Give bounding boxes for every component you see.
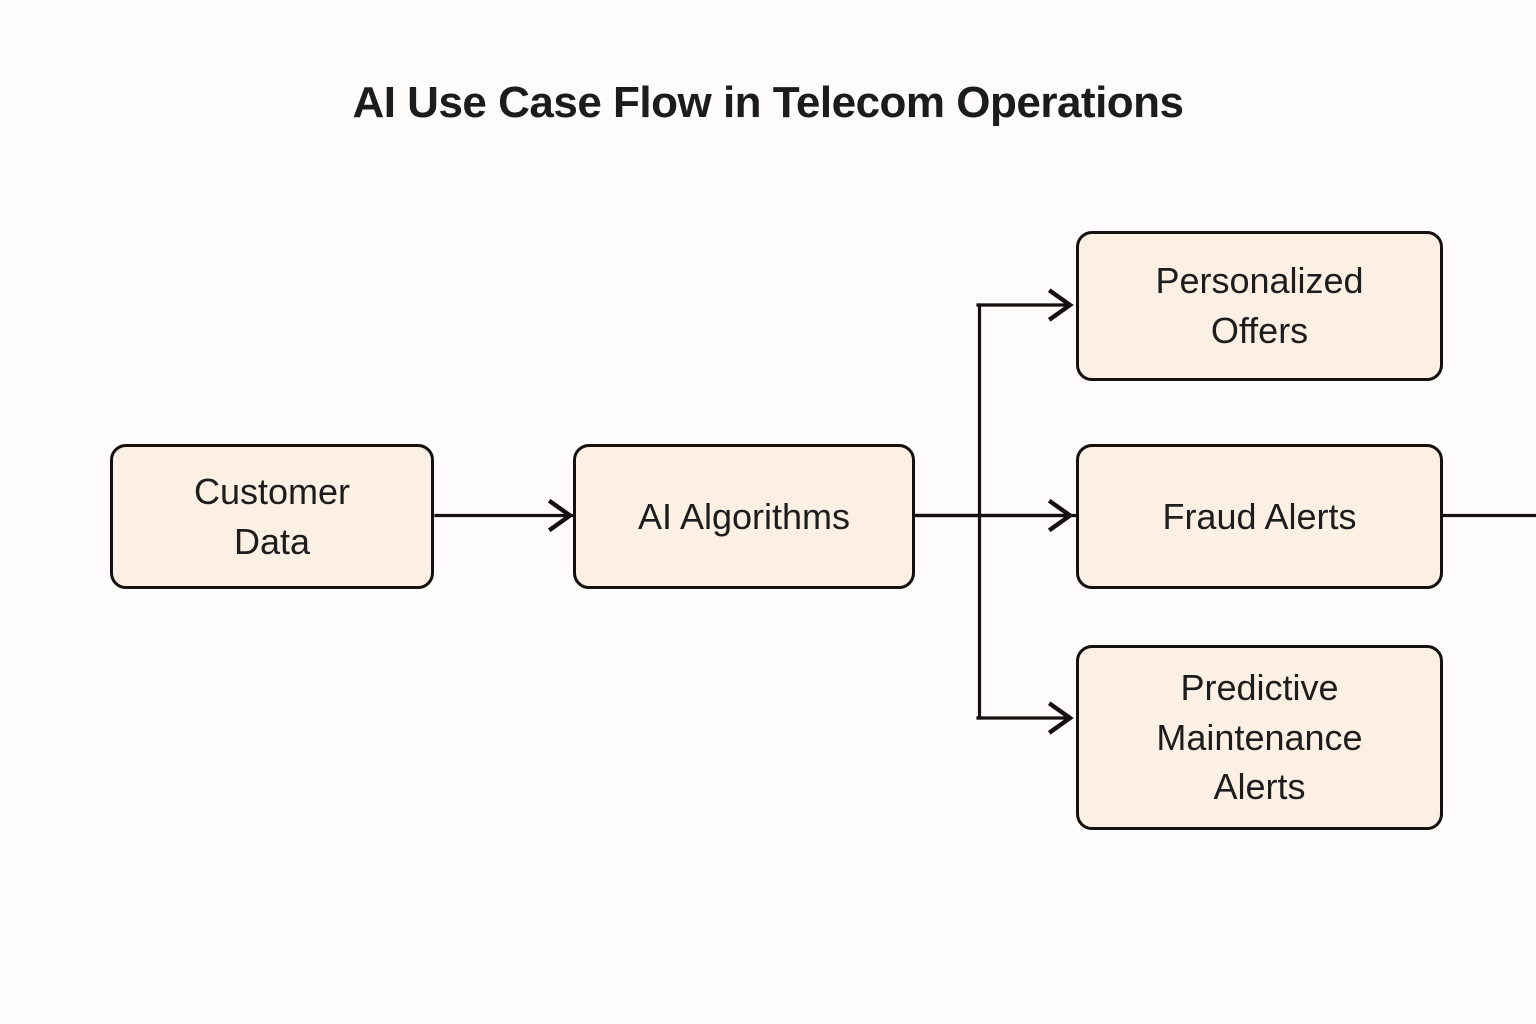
node-personalized-offers-label: Personalized Offers (1155, 260, 1364, 351)
node-customer-data[interactable]: Customer Data (110, 444, 434, 589)
node-predictive-maintenance[interactable]: Predictive Maintenance Alerts (1076, 645, 1443, 830)
node-ai-algorithms[interactable]: AI Algorithms (573, 444, 915, 589)
node-customer-data-label: Customer Data (193, 470, 351, 562)
edge-ai-trunk (915, 498, 1074, 533)
page-title: AI Use Case Flow in Telecom Operations (352, 78, 1184, 127)
node-personalized-offers[interactable]: Personalized Offers (1076, 231, 1443, 381)
edge-ai-to-predictive (976, 701, 1074, 735)
node-fraud-alerts-label: Fraud Alerts (1162, 495, 1357, 537)
node-ai-algorithms-label: AI Algorithms (637, 495, 851, 537)
node-predictive-maintenance-label: Predictive Maintenance Alerts (1156, 666, 1363, 808)
node-fraud-alerts[interactable]: Fraud Alerts (1076, 444, 1443, 589)
edge-ai-to-personalized (976, 288, 1074, 322)
